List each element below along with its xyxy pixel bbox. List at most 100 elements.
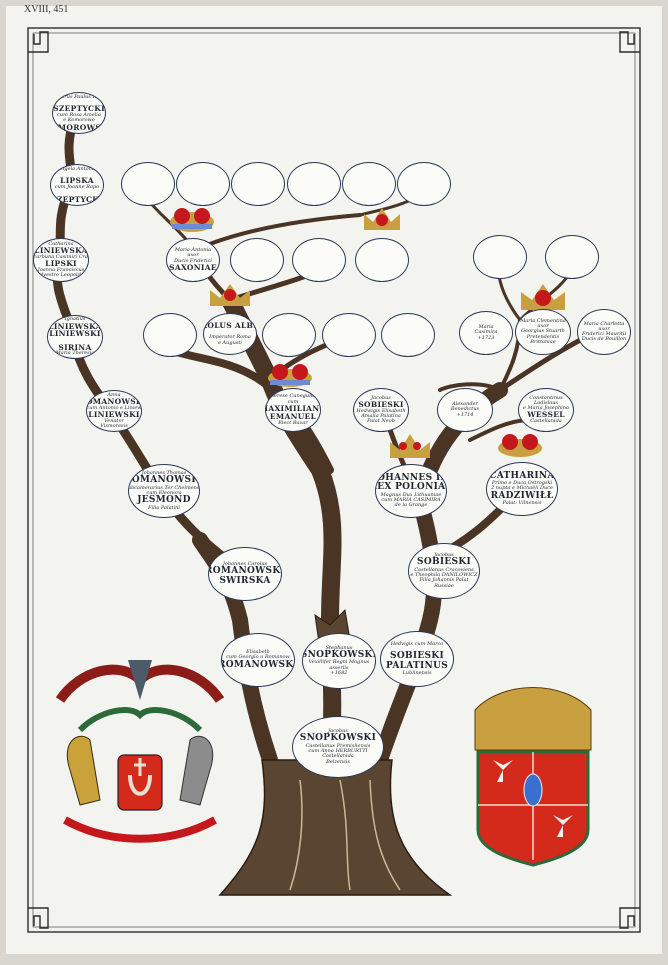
node-text-line: e Theophila DANILOWICZ	[410, 572, 478, 579]
empty-portrait-medallion	[230, 238, 284, 282]
node-text-line: Ducis de Bouillon	[581, 336, 627, 343]
node-text-line: Maria	[478, 324, 494, 331]
empty-portrait-medallion	[397, 162, 451, 206]
node-text-line: Jacobus	[434, 552, 454, 559]
node-text-line: Constantinus	[529, 394, 563, 401]
node-text-line: SZEPTYCKI	[53, 104, 105, 114]
node-text-line: ROMANOWSKA	[86, 396, 142, 406]
node-text-line: Brittaniae	[530, 338, 556, 345]
node-text-line: SWIRSKA	[219, 575, 271, 586]
node-text-line: cum	[287, 398, 299, 405]
node-text-line: PALATINUS	[385, 660, 449, 671]
node-text-line: Belzensis	[326, 758, 350, 765]
node-text-line: SNOPKOWSKI	[302, 650, 376, 661]
right-coat-of-arms	[474, 687, 592, 867]
node-text-line: Catharina	[48, 240, 74, 247]
node-text-line: SZEPTYCKI	[51, 194, 103, 204]
node-text-line: Anna	[107, 391, 121, 398]
node-text-line: Maria Clementina	[520, 317, 566, 324]
node-text-line: ROMANOWSKI	[208, 566, 282, 577]
node-text-line: IOHANNES III	[375, 472, 447, 483]
node-text-line: LINIEWSKA	[48, 321, 102, 331]
node-text-line: uxor	[187, 252, 199, 259]
node-text-line: e Scarbuna Casimiri Cracov	[33, 253, 88, 260]
node-text-line: Elect Bavar	[278, 419, 308, 426]
node-text-line: e Komorowo	[63, 117, 95, 124]
node-text-line: Castellanus Premisliensis	[305, 742, 371, 749]
node-text-line: Therese Cunegunda	[267, 393, 319, 400]
node-text-line: +1714	[456, 411, 474, 418]
node-text-line: ROMANOWSKI	[221, 659, 295, 670]
node-text-line: Primo e Duca Ostrogski	[491, 480, 553, 487]
node-text-line: Maria Charlotta	[583, 320, 625, 327]
node-text-line: Alexander	[452, 401, 478, 408]
node-text-line: SNOPKOWSKI	[299, 733, 377, 744]
decorative-border	[27, 27, 641, 933]
node-text-line: WESSEL	[527, 410, 565, 420]
node-text-line: e Maria Josephina	[523, 405, 569, 412]
node-text-line: Stephanus	[325, 644, 353, 651]
node-text-line: Lublinensis	[402, 670, 432, 677]
node-text-line: Russiae	[434, 582, 454, 589]
node-text-line: 2 nupta e Michaëli Duce	[491, 485, 553, 492]
node-text-line: LIPSKA	[60, 176, 94, 186]
node-text-line: Filia Johannis Palat	[419, 577, 469, 584]
node-text-line: Castellanida	[530, 418, 562, 425]
node-text-line: MAXIMILIANO	[266, 403, 320, 413]
node-text-line: Hedwigis Elisabeth	[356, 407, 406, 414]
node-text-line: de la Grange	[394, 502, 428, 509]
crown-icons	[170, 208, 565, 458]
empty-portrait-medallion	[322, 313, 376, 357]
node-text-line: Angela Antonia	[57, 165, 97, 172]
node-text-line: Amalia Palatina	[361, 412, 401, 419]
node-text-line: cum Eleonora	[146, 490, 182, 496]
node-text-line: cum Anna HERBURTTI	[308, 748, 368, 755]
family-member-node: Therese CunegundacumMAXIMILIANOEMANUELEl…	[265, 388, 321, 432]
node-text-line: +1723	[477, 334, 495, 341]
empty-portrait-medallion	[143, 313, 197, 357]
node-text-line: e Augusti	[218, 339, 242, 346]
node-text-line: SOBIESKI	[390, 651, 444, 662]
node-text-line: Maria Antonia	[174, 247, 212, 254]
node-text-line: Jacobus	[371, 394, 391, 401]
node-text-line: CAROLUS ALBERT	[204, 321, 256, 331]
family-member-node: AnnaROMANOWSKAcum Antonio e LiniewLINIEW…	[86, 390, 142, 432]
left-coat-of-arms	[55, 660, 225, 843]
empty-portrait-medallion	[231, 162, 285, 206]
empty-portrait-medallion	[342, 162, 396, 206]
empty-portrait-medallion	[262, 313, 316, 357]
node-text-line: Georgius Stuarth	[521, 328, 565, 335]
node-text-line: RADZIWIŁŁ	[490, 490, 554, 501]
node-text-line: cum MARIA CASIMIRA	[381, 496, 441, 503]
empty-portrait-medallion	[121, 162, 175, 206]
node-text-line: Maria Theresia	[55, 350, 95, 357]
node-text-line: LINIEWSKA	[34, 245, 88, 255]
node-text-line: +1682	[330, 669, 348, 676]
node-text-line: Hedvigis cum Marco	[390, 640, 444, 647]
node-text-line: Subcamerarius Ter Chelmensis	[128, 484, 200, 491]
empty-portrait-medallion	[287, 162, 341, 206]
node-text-line: asseriis	[329, 664, 349, 671]
node-text-line: SIRINA	[58, 342, 92, 352]
node-text-line: LINIEWSKI	[88, 410, 140, 419]
node-text-line: KOMOROWSKA	[53, 122, 105, 132]
node-text-line: Johannes Thomas	[141, 470, 187, 477]
node-text-line: Palat: Vilnensis	[502, 500, 542, 507]
node-text-line: Friderici Mauritii	[581, 331, 627, 337]
